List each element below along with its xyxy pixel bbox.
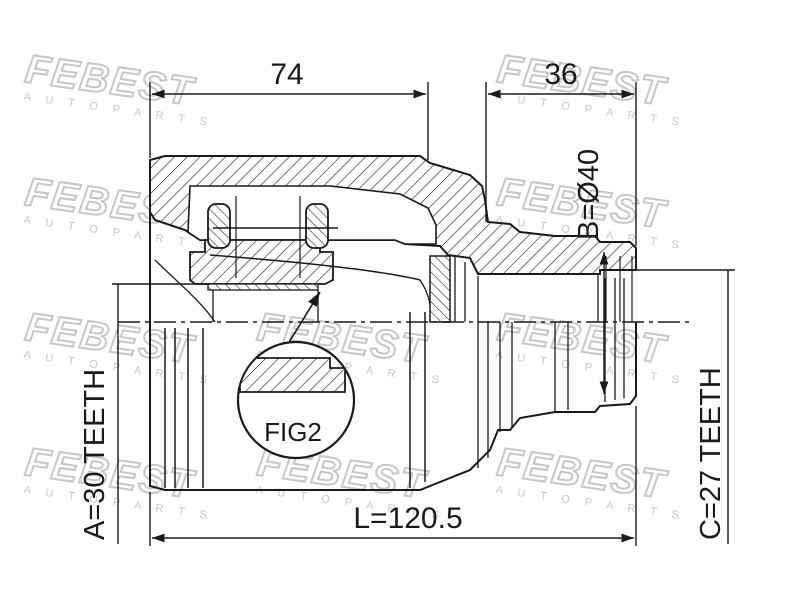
spline-strip bbox=[207, 283, 319, 291]
dim-b-diameter-label: B=Ø40 bbox=[573, 149, 605, 240]
outer-housing bbox=[149, 155, 637, 491]
fig2-detail: FIG2 bbox=[236, 291, 356, 460]
seal-ring bbox=[429, 255, 451, 323]
dimension-lines bbox=[112, 82, 735, 546]
cage-window-left bbox=[207, 203, 231, 249]
fig2-label: FIG2 bbox=[264, 417, 322, 447]
inner-race-section bbox=[189, 239, 334, 285]
housing-lower-outline bbox=[149, 322, 637, 491]
dim-l-overall-label: L=120.5 bbox=[353, 502, 462, 535]
dim-36-label: 36 bbox=[544, 58, 577, 91]
cage-window-right bbox=[305, 203, 329, 249]
dim-74-label: 74 bbox=[270, 58, 303, 91]
dim-c-teeth-label: C=27 TEETH bbox=[695, 367, 727, 540]
dim-a-teeth-label: A=30 TEETH bbox=[79, 369, 111, 540]
